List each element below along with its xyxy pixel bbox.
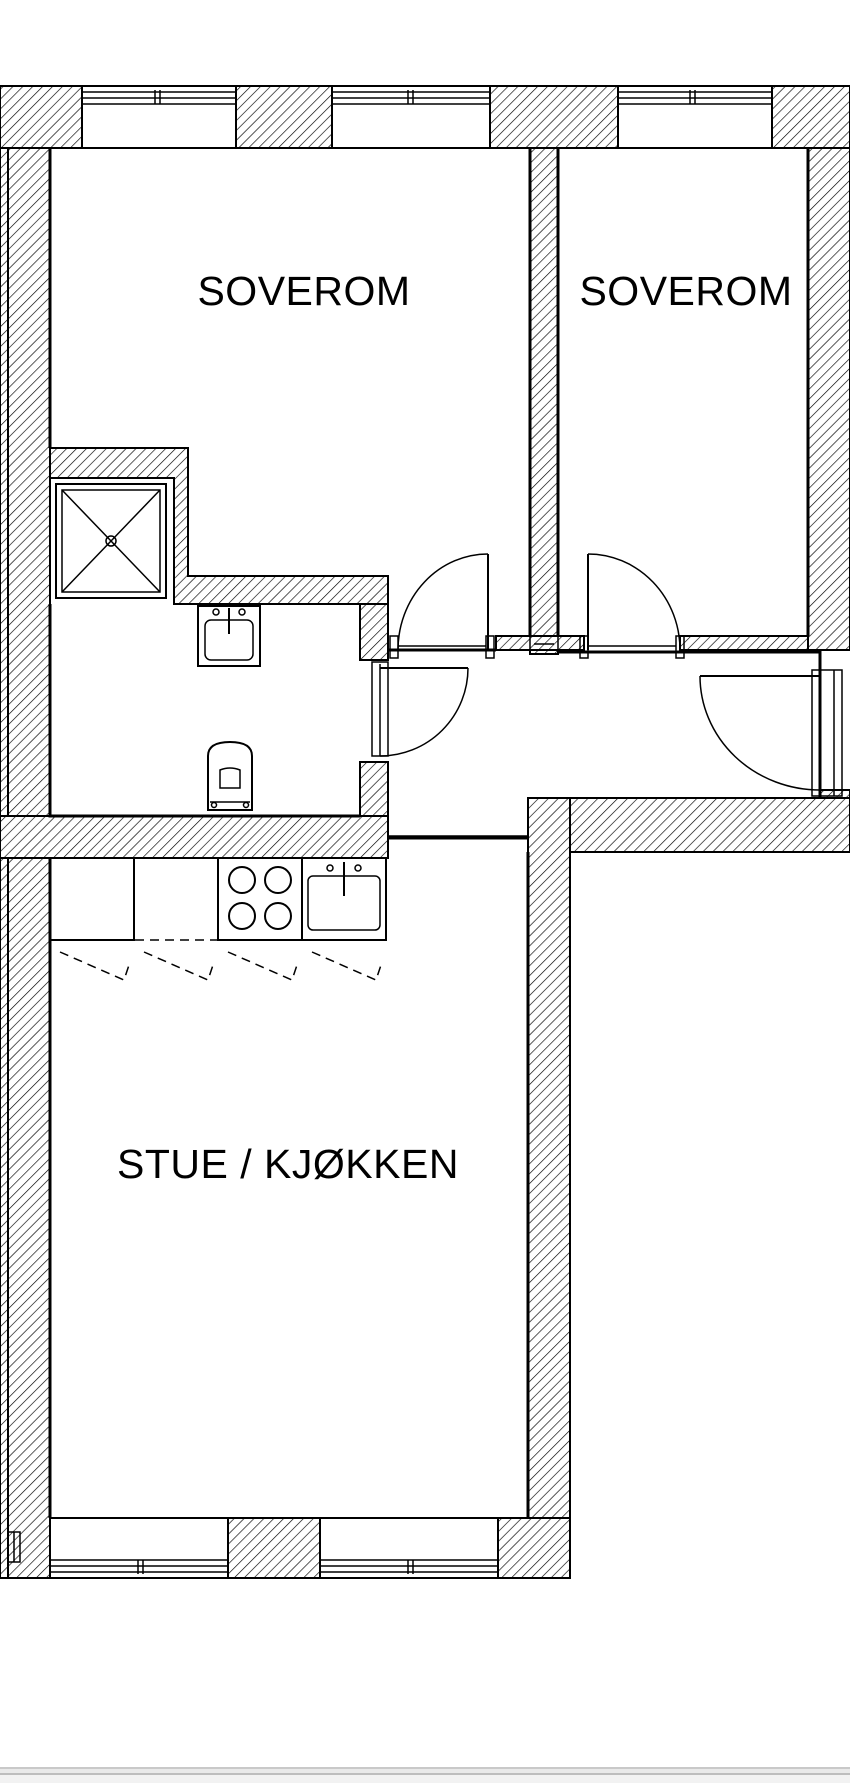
bottom-scroll-edge <box>0 1765 850 1783</box>
window-top-2 <box>331 85 491 149</box>
counter <box>49 857 219 941</box>
bathroom-fixtures <box>55 483 261 811</box>
toilet-icon <box>207 740 253 811</box>
room-outlines <box>48 148 822 1518</box>
shower-icon <box>55 483 167 599</box>
window-top-1 <box>81 85 237 149</box>
wall-living-right <box>527 797 571 1579</box>
wall-hall-top-1 <box>495 635 585 651</box>
door-entrance <box>699 669 843 797</box>
doors <box>371 553 843 797</box>
window-bottom-1 <box>49 1517 229 1579</box>
kitchen-sink-icon <box>301 857 387 941</box>
wall-top-mid-2 <box>489 85 619 149</box>
wall-bath-kitchen <box>0 815 389 859</box>
kitchen-fixtures <box>49 857 387 982</box>
door-bathroom <box>371 661 469 757</box>
wall-left-outer <box>0 147 9 817</box>
stove-icon <box>217 857 303 941</box>
wall-bottom-right <box>497 1517 571 1579</box>
room-label-bedroom-2: SOVEROM <box>579 268 792 314</box>
window-left-small <box>7 1531 21 1563</box>
cabinet-swings <box>59 951 383 982</box>
windows <box>7 85 773 1579</box>
wall-bedroom-divider <box>529 147 559 655</box>
wall-top-left <box>0 85 83 149</box>
room-label-living-kitchen: STUE / KJØKKEN <box>117 1141 459 1187</box>
window-top-3 <box>617 85 773 149</box>
wall-bath-right-lower <box>359 761 389 817</box>
wall-hall-bottom <box>527 797 850 853</box>
wall-left-lower-outer <box>0 857 9 1579</box>
door-bedroom-2 <box>579 553 685 659</box>
walls <box>0 85 850 1579</box>
wall-left-lower <box>7 857 51 1579</box>
wall-bath-right-upper <box>359 603 389 661</box>
wall-hall-top-2 <box>679 635 809 651</box>
wall-top-right <box>771 85 850 149</box>
wall-top-mid-1 <box>235 85 333 149</box>
wall-bottom-mid <box>227 1517 321 1579</box>
room-label-bedroom-1: SOVEROM <box>197 268 410 314</box>
wall-right <box>807 147 850 651</box>
sink-icon <box>197 605 261 667</box>
wall-left <box>7 147 51 817</box>
door-bedroom-1 <box>389 553 495 659</box>
window-bottom-2 <box>319 1517 499 1579</box>
